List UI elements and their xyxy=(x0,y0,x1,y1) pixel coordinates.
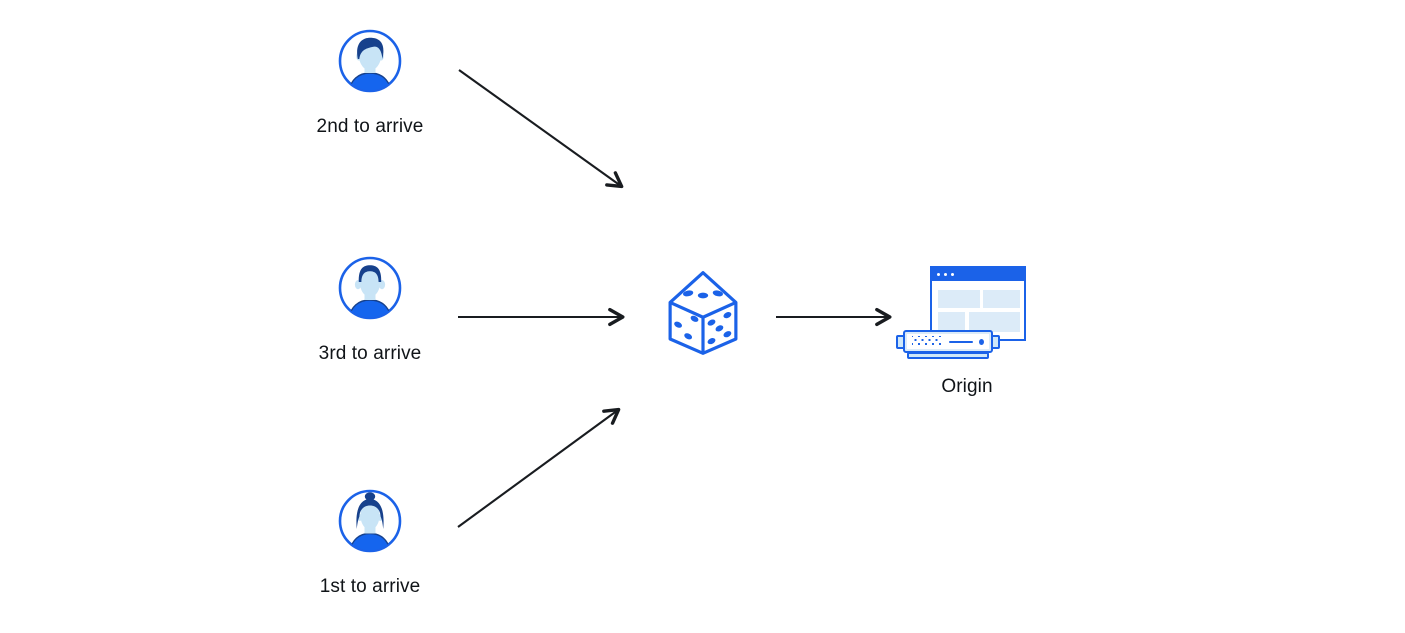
visitor-bottom-label: 1st to arrive xyxy=(319,576,421,597)
browser-content xyxy=(932,281,1024,332)
visitor-middle-label: 3rd to arrive xyxy=(318,343,422,364)
server-vents xyxy=(912,336,943,347)
content-block xyxy=(938,312,965,332)
arrow-visitor-top-to-dice xyxy=(458,69,624,189)
origin-label: Origin xyxy=(941,376,993,397)
female-avatar-bun-icon xyxy=(338,489,402,553)
browser-window-icon xyxy=(930,266,1026,341)
node-visitor-bottom: 1st to arrive xyxy=(290,489,450,598)
node-visitor-middle: 3rd to arrive xyxy=(290,256,450,365)
node-dice xyxy=(668,270,738,361)
server-line xyxy=(949,340,973,343)
content-block xyxy=(983,290,1020,308)
content-block xyxy=(938,290,980,308)
node-visitor-top: 2nd to arrive xyxy=(290,29,450,138)
male-avatar-flat-top-icon xyxy=(338,256,402,320)
titlebar-dot-icon xyxy=(943,272,948,277)
server-led xyxy=(978,338,984,345)
arrow-visitor-bottom-to-dice xyxy=(457,407,621,528)
visitor-top-label: 2nd to arrive xyxy=(316,116,424,137)
titlebar-dot-icon xyxy=(950,272,955,277)
server-base xyxy=(907,352,989,359)
male-avatar-swoop-hair-icon xyxy=(338,29,402,93)
titlebar-dot-icon xyxy=(937,272,941,277)
content-block xyxy=(969,312,1020,332)
dice-icon xyxy=(668,271,738,355)
server-icon xyxy=(903,330,993,353)
browser-titlebar xyxy=(932,268,1024,281)
